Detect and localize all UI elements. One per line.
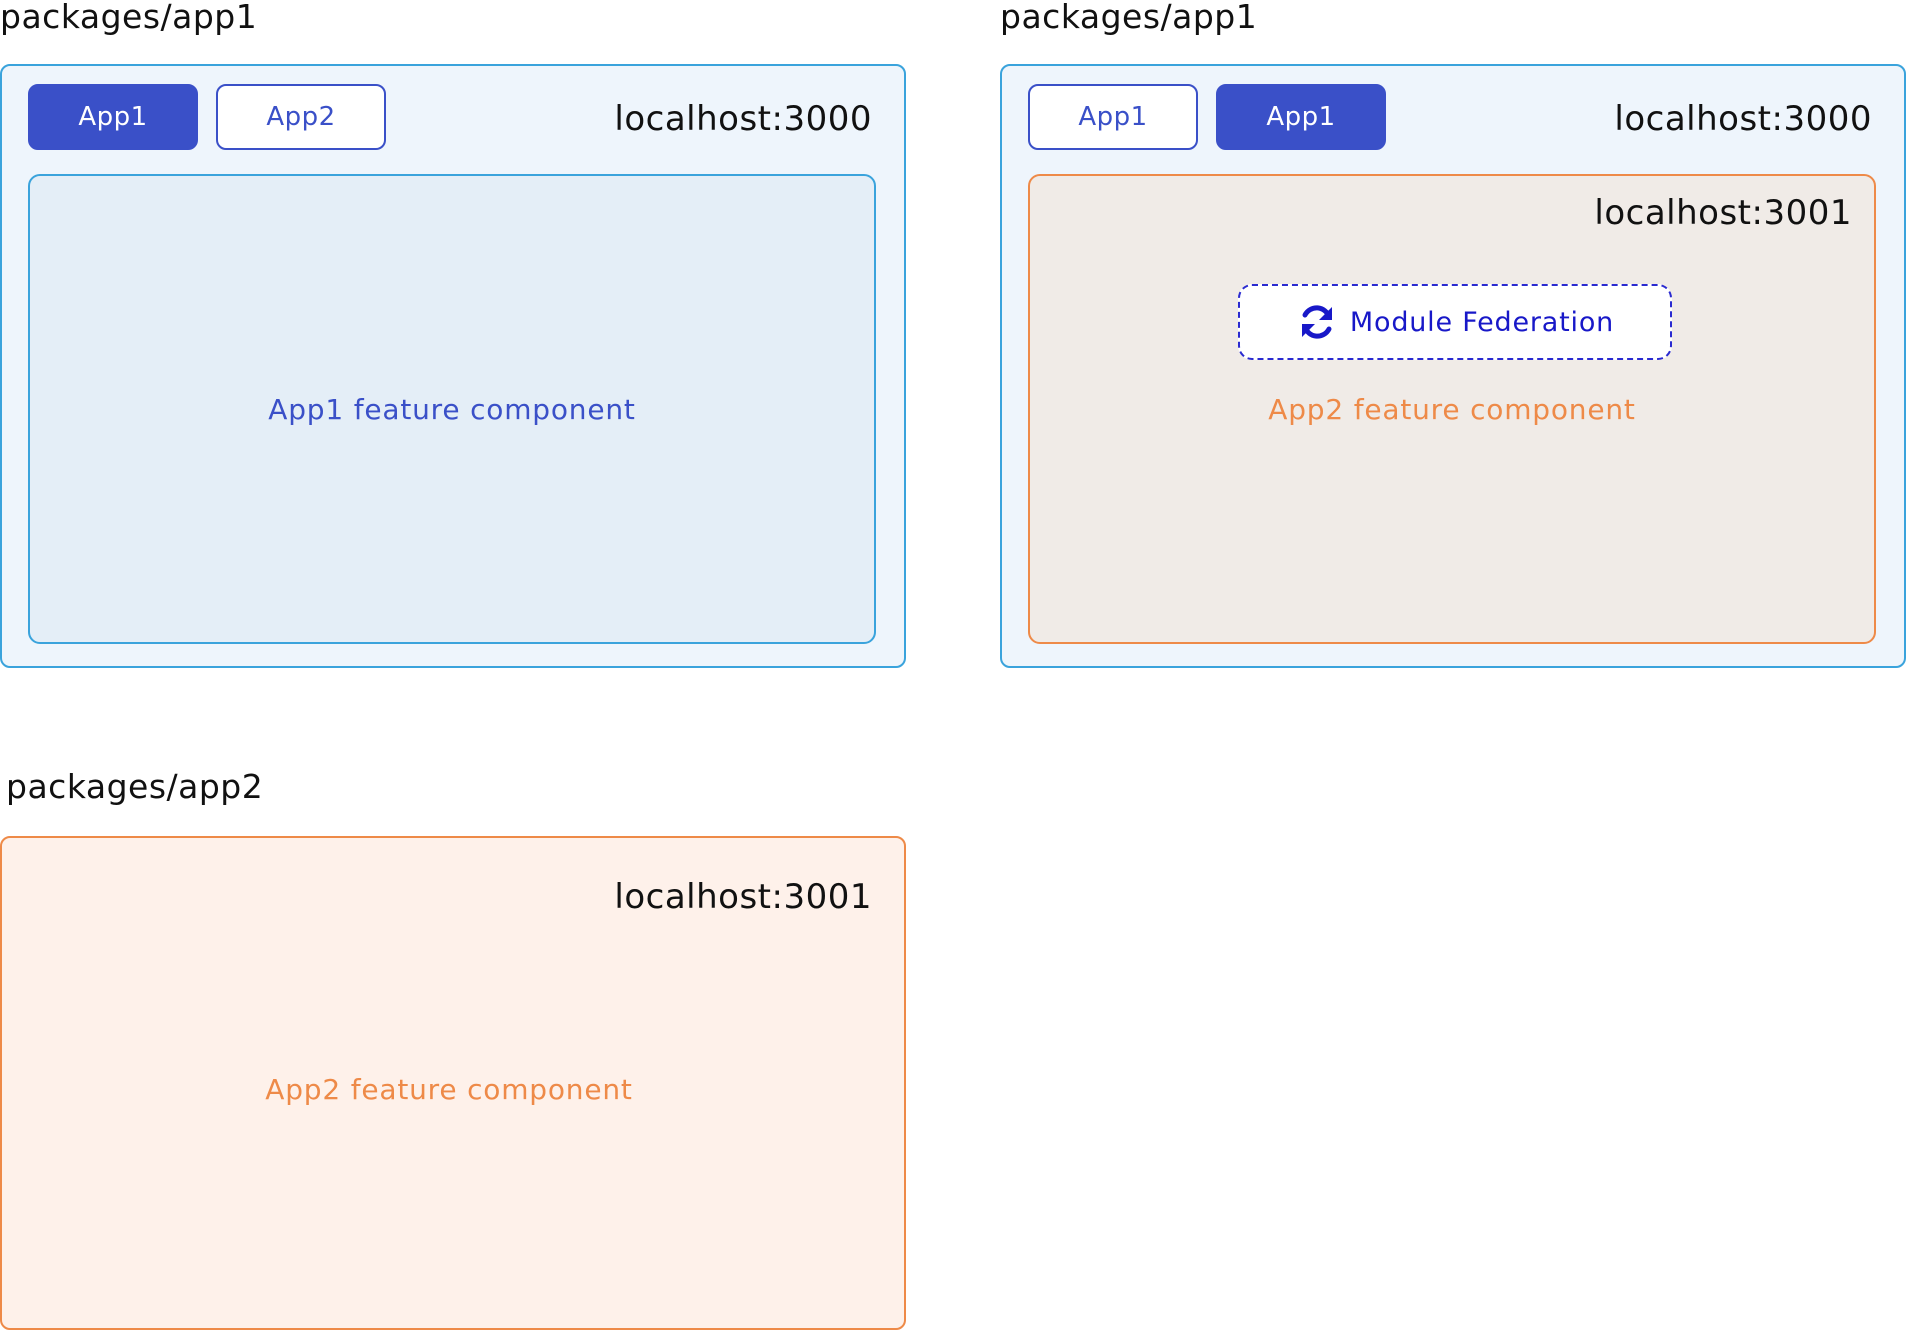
tab-app1-active[interactable]: App1 <box>1216 84 1386 150</box>
section-label-app1-federated: packages/app1 <box>1000 0 1258 36</box>
tab-app2[interactable]: App2 <box>216 84 386 150</box>
section-label-app1: packages/app1 <box>0 0 258 36</box>
host-label: localhost:3000 <box>1614 99 1872 139</box>
sync-icon <box>1296 301 1338 343</box>
app2-window: localhost:3001 App2 feature component <box>0 836 906 1330</box>
remote-host-label: localhost:3001 <box>1594 193 1852 233</box>
remote-app2-feature-component: localhost:3001 Module Federation App2 fe… <box>1028 174 1876 644</box>
module-federation-label: Module Federation <box>1349 306 1615 338</box>
feature-component-label: App1 feature component <box>268 393 636 426</box>
app1-feature-component: App1 feature component <box>28 174 876 644</box>
host-label: localhost:3000 <box>614 99 872 139</box>
host-label: localhost:3001 <box>614 877 872 917</box>
tab-app1[interactable]: App1 <box>28 84 198 150</box>
feature-component-label: App2 feature component <box>265 1073 633 1106</box>
feature-component-label: App2 feature component <box>1268 393 1636 426</box>
section-label-app2: packages/app2 <box>6 767 264 806</box>
app1-federated-window: App1 App1 localhost:3000 localhost:3001 … <box>1000 64 1906 668</box>
app1-window: App1 App2 localhost:3000 App1 feature co… <box>0 64 906 668</box>
module-federation-badge: Module Federation <box>1238 284 1672 360</box>
tab-app1-inactive[interactable]: App1 <box>1028 84 1198 150</box>
